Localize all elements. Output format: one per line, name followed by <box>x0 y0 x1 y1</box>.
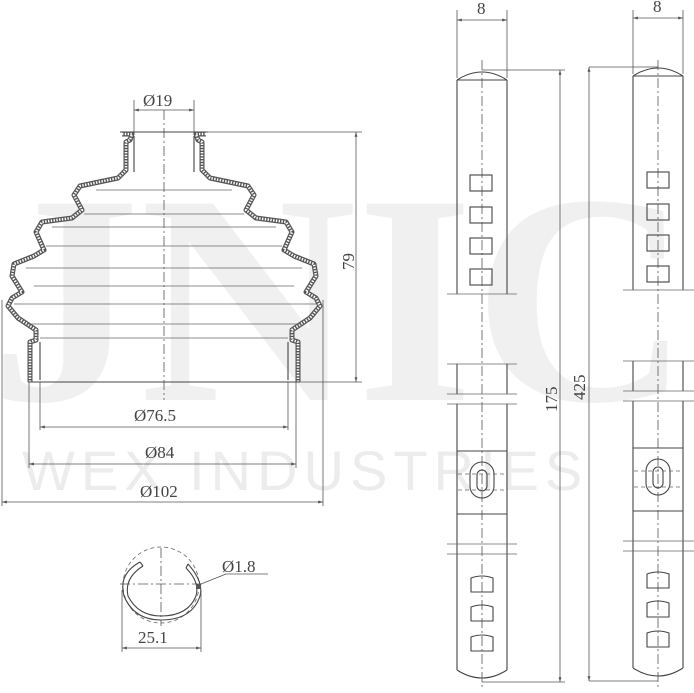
strap-short-drawing: 8 175 <box>447 0 565 690</box>
watermark-company: WEX INDUSTRIES <box>22 439 588 502</box>
dim-long-width: 8 <box>653 0 662 16</box>
dim-max-diameter: Ø102 <box>140 482 178 501</box>
watermark: JNIC WEX INDUSTRIES <box>0 133 690 502</box>
dim-small-end-diameter: Ø19 <box>143 91 172 110</box>
dim-height: 79 <box>339 253 358 270</box>
dim-long-length: 425 <box>570 375 589 401</box>
dim-ring-width: 25.1 <box>138 628 168 647</box>
clamp-ring-drawing: Ø1.8 25.1 <box>120 546 268 652</box>
watermark-brand: JNIC <box>0 133 690 465</box>
dim-short-width: 8 <box>477 0 486 18</box>
dim-inner-diameter: Ø76.5 <box>134 406 176 425</box>
strap-long-drawing: 425 8 <box>570 0 694 690</box>
boot-drawing: Ø19 79 Ø76.5 Ø84 Ø102 <box>1 91 362 506</box>
dim-short-length: 175 <box>542 387 561 413</box>
dim-wire-diameter: Ø1.8 <box>222 557 256 576</box>
dim-outer-diameter: Ø84 <box>145 443 175 462</box>
